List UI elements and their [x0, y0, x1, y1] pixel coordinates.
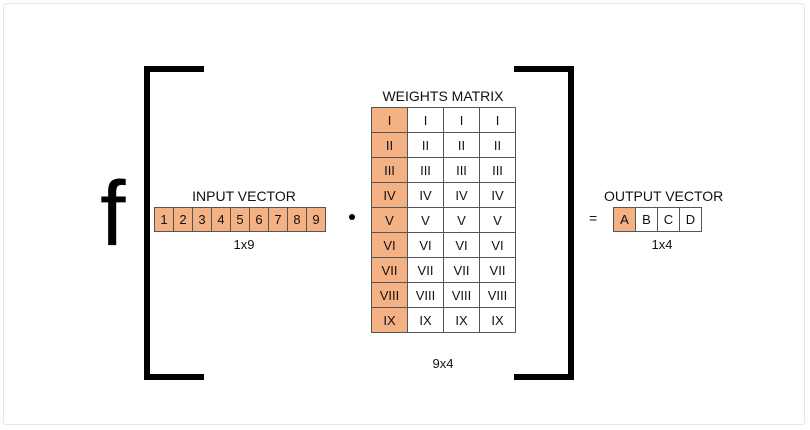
weights-matrix-cell: IX	[479, 307, 516, 333]
weights-matrix-cell: II	[371, 132, 408, 158]
weights-matrix-cell: VI	[407, 232, 444, 258]
output-vector-cell: B	[635, 207, 658, 232]
weights-matrix-cell: IV	[371, 182, 408, 208]
weights-matrix-cell: II	[407, 132, 444, 158]
output-vector-dimension: 1x4	[651, 237, 673, 252]
input-vector-cell: 1	[154, 207, 174, 232]
weights-matrix-cell: VII	[371, 257, 408, 283]
weights-matrix-cell: III	[443, 157, 480, 183]
output-vector-title: OUTPUT VECTOR	[604, 188, 724, 204]
input-vector-dimension: 1x9	[233, 237, 255, 252]
weights-matrix-cell: IV	[407, 182, 444, 208]
weights-matrix-dimension: 9x4	[432, 356, 454, 371]
weights-matrix-cell: VIII	[371, 282, 408, 308]
weights-matrix-cell: III	[407, 157, 444, 183]
weights-matrix-title: WEIGHTS MATRIX	[382, 88, 504, 104]
weights-matrix-cell: VII	[479, 257, 516, 283]
input-vector-cell: 7	[268, 207, 288, 232]
weights-matrix-cell: IX	[407, 307, 444, 333]
weights-matrix-cell: I	[443, 107, 480, 133]
input-vector-cell: 5	[230, 207, 250, 232]
weights-matrix-cell: I	[371, 107, 408, 133]
weights-matrix-cell: IV	[443, 182, 480, 208]
left-bracket	[144, 66, 204, 380]
input-vector-cell: 9	[306, 207, 326, 232]
weights-matrix-cell: VII	[407, 257, 444, 283]
weights-matrix-cell: IX	[371, 307, 408, 333]
weights-matrix-cell: VII	[443, 257, 480, 283]
weights-matrix-cell: VIII	[479, 282, 516, 308]
output-vector-cell: C	[657, 207, 680, 232]
weights-matrix-cell: V	[479, 207, 516, 233]
output-vector-cell: D	[679, 207, 702, 232]
equals-sign: =	[589, 210, 598, 226]
input-vector-title: INPUT VECTOR	[192, 188, 296, 204]
right-bracket	[514, 66, 574, 380]
weights-matrix-cell: VI	[479, 232, 516, 258]
weights-matrix-cell: V	[371, 207, 408, 233]
weights-matrix-cell: I	[479, 107, 516, 133]
dot-product-operator	[349, 214, 355, 220]
input-vector-cell: 2	[173, 207, 193, 232]
weights-matrix-cell: I	[407, 107, 444, 133]
weights-matrix-cell: V	[443, 207, 480, 233]
weights-matrix-cell: V	[407, 207, 444, 233]
weights-matrix-cell: IV	[479, 182, 516, 208]
input-vector-cell: 6	[249, 207, 269, 232]
diagram-frame	[3, 3, 805, 425]
weights-matrix-cell: II	[479, 132, 516, 158]
output-vector-cell: A	[613, 207, 636, 232]
function-symbol: f	[100, 163, 126, 265]
weights-matrix-cell: VIII	[443, 282, 480, 308]
weights-matrix-cell: VI	[443, 232, 480, 258]
weights-matrix-cell: III	[479, 157, 516, 183]
weights-matrix-cell: VIII	[407, 282, 444, 308]
input-vector-cell: 8	[287, 207, 307, 232]
weights-matrix-cell: III	[371, 157, 408, 183]
weights-matrix-cell: VI	[371, 232, 408, 258]
input-vector-cell: 3	[192, 207, 212, 232]
input-vector-cell: 4	[211, 207, 231, 232]
weights-matrix-cell: II	[443, 132, 480, 158]
weights-matrix-cell: IX	[443, 307, 480, 333]
